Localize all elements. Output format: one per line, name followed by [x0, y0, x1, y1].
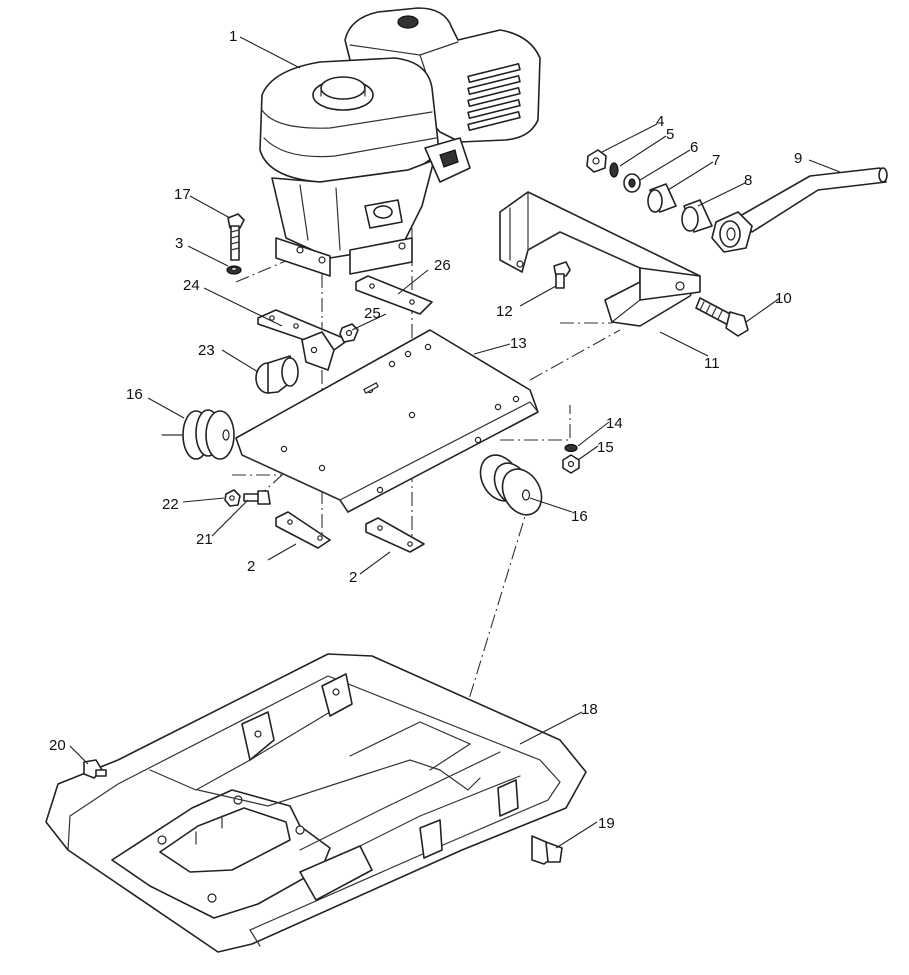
rubber-mount-right — [479, 454, 543, 516]
bushing-8 — [681, 199, 713, 233]
nut-15 — [562, 454, 580, 474]
callout-11: 11 — [704, 355, 720, 372]
spacer-bar-top — [355, 275, 433, 315]
rubber-mount-left — [161, 409, 235, 460]
callout-15: 15 — [597, 439, 614, 456]
handle-bracket — [257, 309, 349, 371]
base-plate — [45, 653, 587, 953]
callout-22: 22 — [162, 496, 179, 513]
bolt-17 — [227, 213, 245, 261]
callout-2-right: 2 — [349, 569, 357, 586]
bushing-7 — [647, 183, 677, 213]
callout-13: 13 — [510, 335, 527, 352]
callout-7: 7 — [712, 152, 720, 169]
callout-24: 24 — [183, 277, 200, 294]
callout-16-right: 16 — [571, 508, 588, 525]
callout-8: 8 — [744, 172, 752, 189]
spacer-bar-left — [275, 511, 331, 549]
callout-1: 1 — [229, 28, 237, 45]
callout-17: 17 — [174, 186, 191, 203]
callout-18: 18 — [581, 701, 598, 718]
bolt-21 — [243, 490, 271, 505]
callout-5: 5 — [666, 126, 674, 143]
callout-26: 26 — [434, 257, 451, 274]
nut-22 — [224, 489, 241, 507]
cooling-vents — [467, 62, 521, 132]
handle — [711, 167, 888, 253]
callout-21: 21 — [196, 531, 213, 548]
nut-25 — [339, 323, 359, 343]
callout-2-left: 2 — [247, 558, 255, 575]
washer-5 — [609, 162, 619, 178]
nut-4 — [586, 149, 607, 173]
callout-6: 6 — [690, 139, 698, 156]
callout-4: 4 — [656, 113, 664, 130]
mounting-plate — [235, 329, 539, 513]
washer-14 — [564, 443, 578, 453]
bolt-20 — [83, 759, 107, 779]
spacer-bar-right — [365, 517, 425, 553]
bolt-19 — [531, 835, 563, 865]
callout-14: 14 — [606, 415, 623, 432]
washer-6 — [623, 173, 641, 193]
callout-16-left: 16 — [126, 386, 143, 403]
callout-9: 9 — [794, 150, 802, 167]
callout-10: 10 — [775, 290, 792, 307]
leader-lines — [69, 36, 841, 849]
rubber-stopper — [255, 355, 299, 394]
callout-23: 23 — [198, 342, 215, 359]
callout-3: 3 — [175, 235, 183, 252]
engine — [259, 7, 541, 277]
callout-19: 19 — [598, 815, 615, 832]
washer-3 — [226, 265, 242, 275]
callout-25: 25 — [364, 305, 381, 322]
bolt-10 — [695, 297, 749, 337]
callout-12: 12 — [496, 303, 513, 320]
handle-mount-bracket — [499, 191, 701, 327]
callout-labels: 1 2 2 3 4 5 6 7 8 9 10 11 12 13 14 15 16… — [49, 28, 802, 832]
callout-20: 20 — [49, 737, 66, 754]
bolt-12 — [553, 261, 571, 289]
